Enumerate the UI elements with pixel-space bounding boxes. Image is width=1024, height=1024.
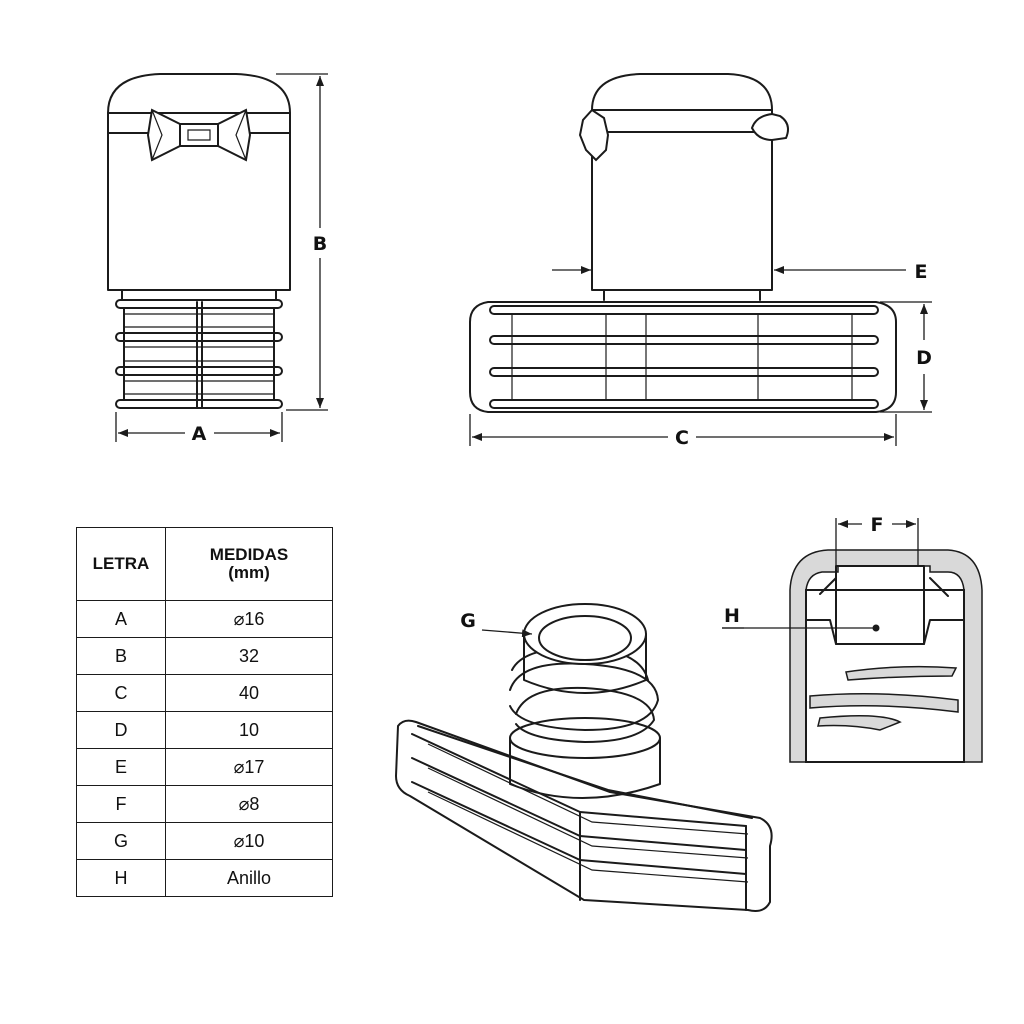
table-row: E⌀17 (76, 748, 333, 786)
dim-label-e: E (915, 261, 928, 283)
row-letter: C (76, 674, 166, 712)
row-value: ⌀16 (165, 600, 333, 638)
header-measure-line1: MEDIDAS (209, 545, 289, 564)
row-letter: A (76, 600, 166, 638)
dim-label-a: A (192, 423, 207, 445)
dim-label-h: H (724, 605, 740, 627)
row-letter: G (76, 822, 166, 860)
header-letter: LETRA (76, 527, 166, 601)
front-view (107, 73, 328, 442)
row-value: ⌀17 (165, 748, 333, 786)
isometric-view (395, 603, 773, 912)
dim-label-c: C (675, 427, 689, 449)
row-value: 40 (165, 674, 333, 712)
row-letter: D (76, 711, 166, 749)
dim-label-f: F (871, 514, 884, 536)
row-value: ⌀8 (165, 785, 333, 823)
ribs-side (489, 305, 879, 409)
dim-label-b: B (313, 233, 327, 255)
row-letter: F (76, 785, 166, 823)
side-view (469, 73, 932, 446)
row-value: 10 (165, 711, 333, 749)
table-row: F⌀8 (76, 785, 333, 823)
row-letter: H (76, 859, 166, 897)
table-row: G⌀10 (76, 822, 333, 860)
ribs-front (115, 299, 283, 409)
table-header-row: LETRA MEDIDAS (mm) (76, 527, 333, 601)
table-row: A⌀16 (76, 600, 333, 638)
row-value: Anillo (165, 859, 333, 897)
clip-feature (146, 108, 252, 162)
row-value: ⌀10 (165, 822, 333, 860)
dim-label-g: G (460, 610, 476, 632)
row-letter: B (76, 637, 166, 675)
header-measure-line2: (mm) (228, 563, 270, 582)
header-measure: MEDIDAS (mm) (165, 527, 333, 601)
section-view (722, 518, 983, 763)
row-letter: E (76, 748, 166, 786)
row-value: 32 (165, 637, 333, 675)
dim-label-d: D (916, 347, 932, 369)
